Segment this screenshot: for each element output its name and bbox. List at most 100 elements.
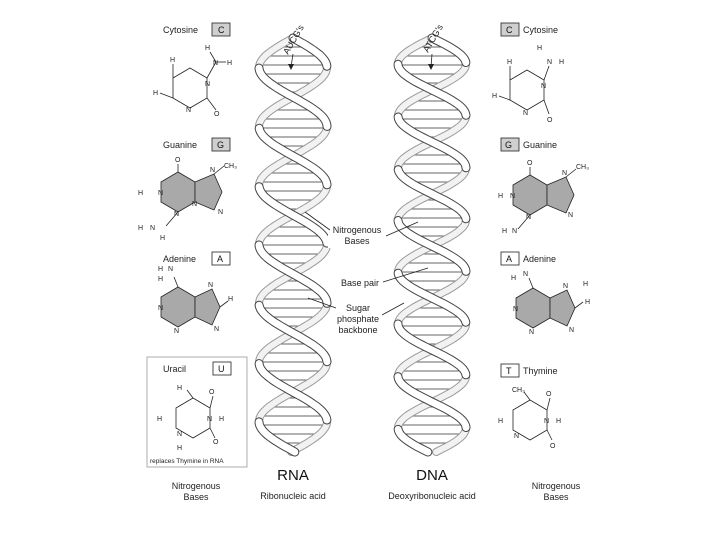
atom-o: O	[213, 439, 219, 446]
atom-h: H	[158, 276, 163, 283]
right-thymine: T Thymine CH₃ O H N H N O	[498, 363, 561, 450]
callout-sugar-2: phosphate	[337, 314, 379, 324]
atom-n: N	[563, 283, 568, 290]
left-uracil-structure: H O H N H N H O	[157, 385, 224, 452]
atom-o: O	[209, 389, 215, 396]
atom-n: N	[213, 60, 218, 67]
atom-n: N	[523, 271, 528, 278]
right-guanine-letter: G	[505, 140, 512, 150]
atom-n: N	[210, 167, 215, 174]
left-adenine-badge	[211, 251, 231, 266]
right-cytosine-structure: H H H N H N N O	[492, 45, 564, 124]
atom-n: N	[214, 326, 219, 333]
atom-h: H	[583, 281, 588, 288]
left-guanine-name: Guanine	[163, 140, 197, 150]
left-footer-line1: Nitrogenous	[172, 481, 221, 491]
left-cytosine-badge	[211, 22, 231, 37]
atom-h: H	[228, 296, 233, 303]
atom-n: N	[207, 416, 212, 423]
atom-ch3: CH₃	[224, 163, 237, 170]
left-cytosine-letter: C	[218, 25, 225, 35]
left-guanine-letter: G	[217, 140, 224, 150]
left-adenine-structure: H N H N N N N H	[158, 266, 233, 335]
backbone-strand	[394, 425, 432, 456]
left-base-panel: Cytosine C H H H N H N N O	[138, 22, 248, 502]
dna-title: DNA	[416, 467, 448, 484]
atom-n: N	[177, 431, 182, 438]
leader-base-pair	[382, 267, 429, 283]
atom-n: N	[186, 107, 191, 114]
leader-nitro-right	[385, 221, 419, 237]
atom-h: H	[177, 385, 182, 392]
left-uracil-name: Uracil	[163, 364, 186, 374]
atom-h: H	[507, 59, 512, 66]
leader-sugar-right	[381, 302, 405, 316]
left-uracil: Uracil U H O H N H N H O replaces Thymin…	[146, 356, 248, 468]
atom-h: H	[157, 416, 162, 423]
callout-sugar-3: backbone	[338, 325, 377, 335]
backbone-strand	[394, 217, 470, 275]
atom-h: H	[160, 235, 165, 242]
right-adenine: A Adenine H N N N N N H H	[500, 251, 590, 336]
atom-n: N	[150, 225, 155, 232]
right-thymine-name: Thymine	[523, 366, 558, 376]
atom-n: N	[192, 201, 197, 208]
atom-n: N	[569, 327, 574, 334]
atom-n: N	[562, 170, 567, 177]
backbone-strand	[394, 60, 470, 119]
right-cytosine: C Cytosine H H H N H N N O	[492, 22, 564, 124]
backbone-strand	[289, 34, 331, 70]
atom-n: N	[523, 110, 528, 117]
atom-n: N	[168, 266, 173, 273]
left-cytosine-structure: H H H N H N N O	[153, 45, 232, 118]
atom-h: H	[556, 418, 561, 425]
backbone-strand	[255, 418, 299, 456]
left-cytosine: Cytosine C H H H N H N N O	[153, 22, 232, 118]
atom-n: N	[547, 59, 552, 66]
atom-h: H	[585, 299, 590, 306]
right-thymine-structure: CH₃ O H N H N O	[498, 387, 561, 450]
right-base-panel: C Cytosine H H H N H N N O G Guanine	[492, 22, 590, 502]
backbone-strand	[394, 166, 470, 223]
atom-n: N	[510, 193, 515, 200]
atom-n: N	[544, 418, 549, 425]
backbone-strand	[394, 373, 470, 431]
callout-bg	[334, 303, 382, 338]
callout-nitrogenous-2: Bases	[344, 236, 370, 246]
atom-n: N	[514, 433, 519, 440]
backbone-strand	[255, 183, 331, 247]
dna-top-arrowhead	[428, 64, 434, 70]
backbone-strand	[394, 269, 470, 326]
uracil-frame	[146, 356, 248, 468]
atom-o: O	[175, 157, 181, 164]
right-thymine-letter: T	[506, 366, 512, 376]
left-footer-line2: Bases	[183, 492, 209, 502]
right-cytosine-badge	[500, 22, 520, 37]
backbone-strand	[394, 320, 470, 379]
backbone-strand	[255, 124, 331, 189]
atom-h: H	[498, 193, 503, 200]
atom-h: H	[205, 45, 210, 52]
atom-o: O	[527, 160, 533, 167]
backbone-strand	[288, 418, 330, 455]
right-adenine-badge	[500, 251, 520, 266]
atom-n: N	[174, 328, 179, 335]
right-guanine: G Guanine O H N N N N CH₃ H N	[498, 137, 589, 235]
atom-h: H	[537, 45, 542, 52]
atom-h: H	[138, 225, 143, 232]
atom-ch3: CH₃	[512, 387, 525, 394]
atom-h: H	[498, 418, 503, 425]
left-guanine: Guanine G O H N N N N N CH₃ H N H	[138, 137, 237, 242]
right-guanine-badge	[500, 137, 520, 152]
atom-n: N	[529, 329, 534, 336]
rna-title: RNA	[277, 467, 309, 484]
leader-sugar-left	[307, 297, 337, 309]
backbone-strand	[428, 34, 470, 66]
atom-n: N	[541, 83, 546, 90]
backbone-strand	[255, 241, 331, 307]
left-uracil-badge	[212, 361, 232, 376]
leader-nitro-left	[304, 211, 331, 231]
right-cytosine-name: Cytosine	[523, 25, 558, 35]
rna-helix	[254, 33, 332, 457]
